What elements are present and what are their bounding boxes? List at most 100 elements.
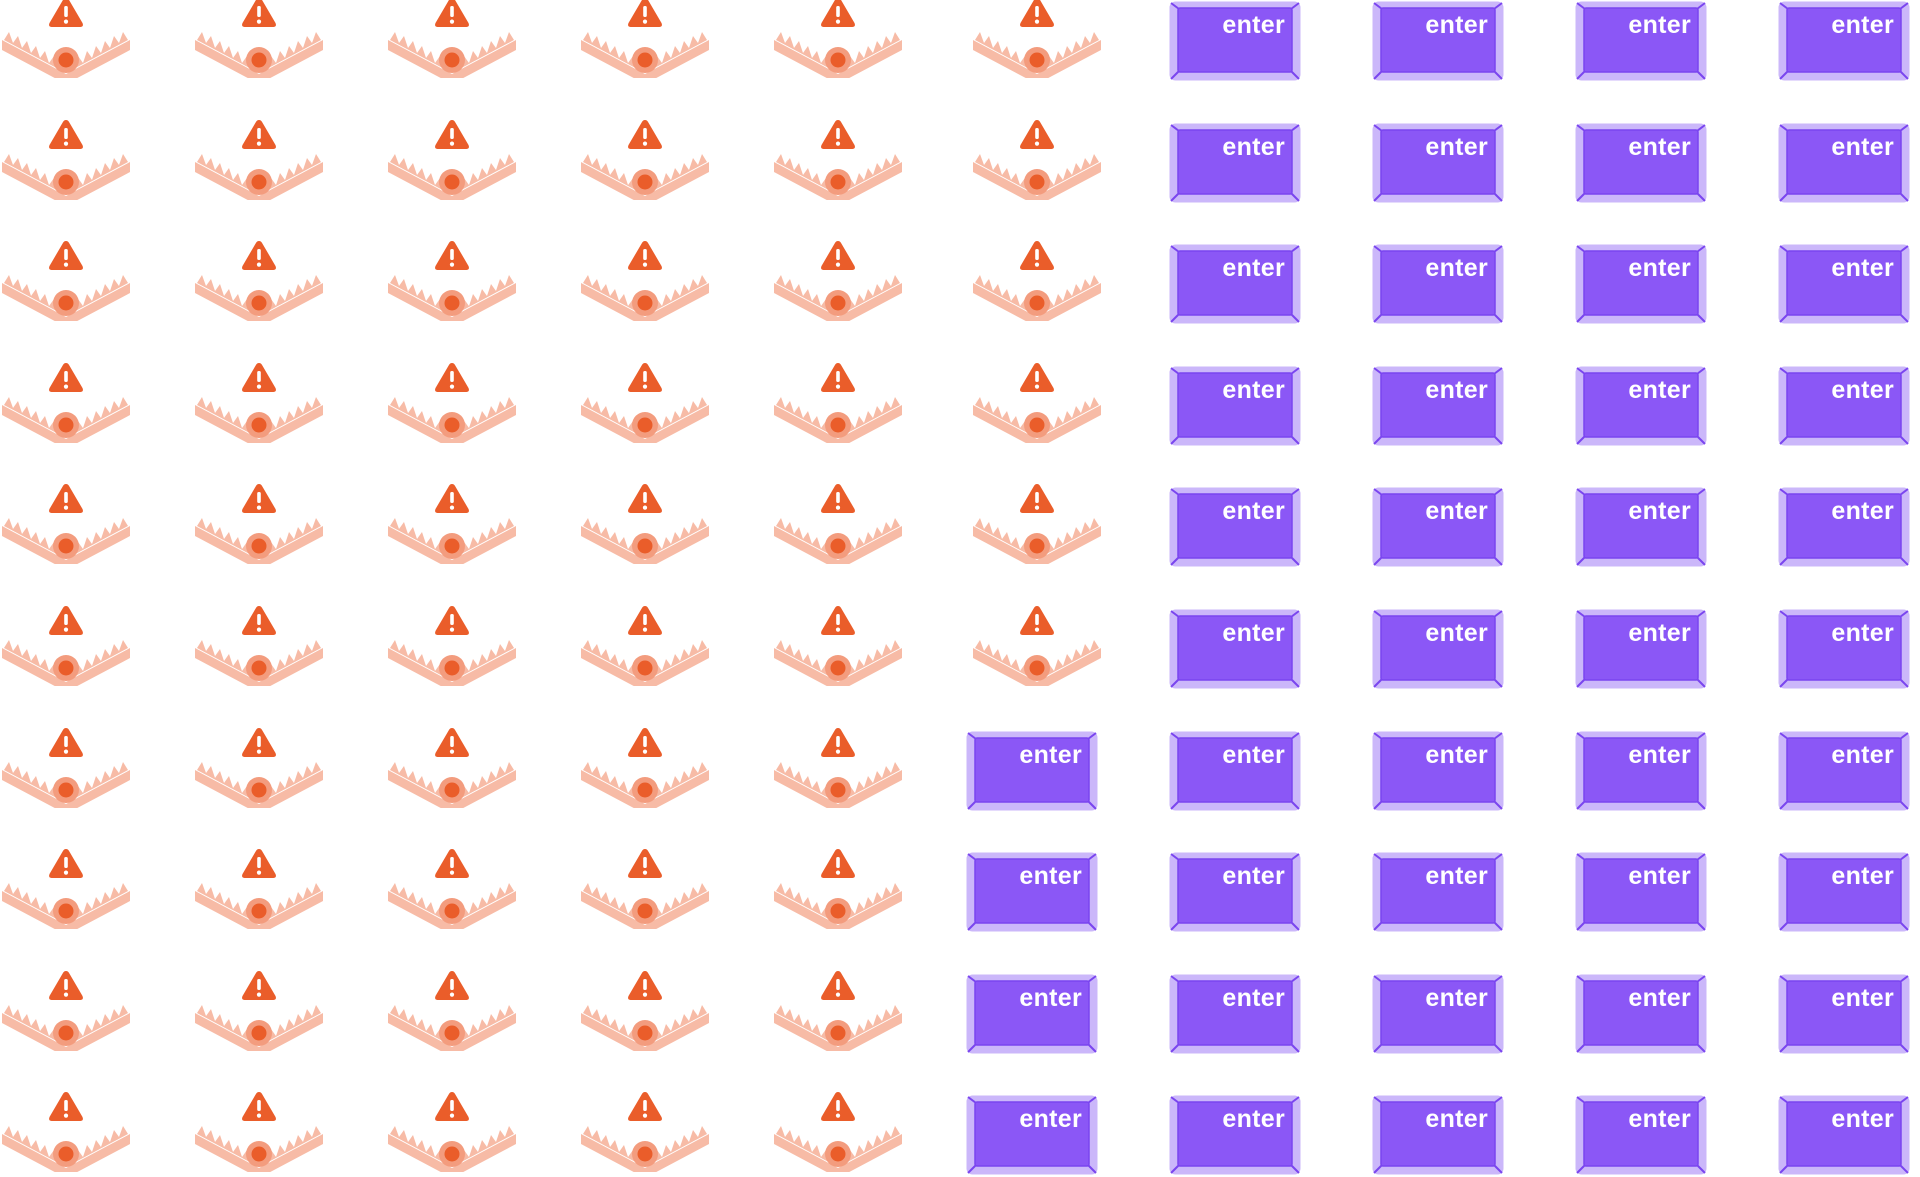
trap-jaws	[388, 154, 516, 200]
trap-jaws	[581, 762, 709, 808]
enter-key-button[interactable]: enter	[1575, 123, 1707, 205]
trap-trigger	[637, 660, 653, 676]
bear-trap-warning-icon	[774, 1092, 902, 1172]
enter-key-button[interactable]: enter	[1575, 852, 1707, 934]
enter-key-label: enter	[1425, 497, 1488, 525]
enter-key-button[interactable]: enter	[1372, 731, 1504, 813]
trap-trigger	[444, 782, 460, 798]
warning-icon	[628, 0, 662, 27]
trap-cell	[193, 969, 325, 1051]
enter-key-button[interactable]: enter	[1778, 1, 1910, 83]
enter-key-icon	[1169, 123, 1301, 203]
enter-key-label: enter	[1019, 741, 1082, 769]
warning-icon	[435, 120, 469, 149]
trap-jaws	[581, 640, 709, 686]
enter-key-button[interactable]: enter	[1575, 1, 1707, 83]
enter-key-button[interactable]: enter	[1778, 123, 1910, 205]
enter-key-button[interactable]: enter	[1372, 366, 1504, 448]
enter-key-button[interactable]: enter	[1169, 852, 1301, 934]
trap-cell	[193, 604, 325, 686]
enter-key-button[interactable]: enter	[966, 731, 1098, 813]
trap-jaws	[581, 883, 709, 929]
trap-cell	[0, 1090, 132, 1172]
trap-trigger	[251, 1146, 267, 1162]
trap-jaws	[2, 32, 130, 78]
trap-trigger	[444, 52, 460, 68]
trap-cell	[579, 0, 711, 78]
enter-key-button[interactable]: enter	[1575, 244, 1707, 326]
trap-trigger	[444, 295, 460, 311]
warning-icon	[242, 728, 276, 757]
enter-key-icon	[966, 852, 1098, 932]
enter-key-button[interactable]: enter	[1575, 974, 1707, 1056]
enter-key-button[interactable]: enter	[1778, 852, 1910, 934]
enter-key-label: enter	[1222, 133, 1285, 161]
enter-key-icon	[966, 974, 1098, 1054]
enter-key-button[interactable]: enter	[1169, 1, 1301, 83]
trap-trigger	[251, 295, 267, 311]
enter-key-button[interactable]: enter	[1372, 123, 1504, 205]
trap-trigger	[830, 417, 846, 433]
enter-key-button[interactable]: enter	[1575, 609, 1707, 691]
enter-key-button[interactable]: enter	[1169, 1095, 1301, 1177]
enter-key-button[interactable]: enter	[1575, 366, 1707, 448]
enter-key-button[interactable]: enter	[1372, 852, 1504, 934]
trap-trigger	[637, 903, 653, 919]
enter-key-icon	[1575, 244, 1707, 324]
enter-key-button[interactable]: enter	[1372, 244, 1504, 326]
bear-trap-warning-icon	[973, 363, 1101, 443]
enter-key-icon	[1169, 974, 1301, 1054]
enter-key-button[interactable]: enter	[1169, 731, 1301, 813]
trap-trigger	[251, 538, 267, 554]
enter-key-button[interactable]: enter	[1372, 487, 1504, 569]
enter-key-icon	[1169, 609, 1301, 689]
enter-key-label: enter	[1425, 619, 1488, 647]
bear-trap-warning-icon	[581, 1092, 709, 1172]
enter-key-button[interactable]: enter	[1778, 244, 1910, 326]
enter-key-button[interactable]: enter	[1372, 1, 1504, 83]
enter-key-button[interactable]: enter	[1778, 487, 1910, 569]
enter-key-button[interactable]: enter	[966, 974, 1098, 1056]
enter-key-button[interactable]: enter	[1778, 1095, 1910, 1177]
bear-trap-warning-icon	[774, 363, 902, 443]
trap-trigger	[830, 52, 846, 68]
enter-key-button[interactable]: enter	[1169, 244, 1301, 326]
enter-key-icon	[1372, 123, 1504, 203]
enter-key-label: enter	[1222, 497, 1285, 525]
trap-cell	[193, 847, 325, 929]
trap-cell	[971, 604, 1103, 686]
trap-cell	[386, 239, 518, 321]
enter-key-button[interactable]: enter	[1778, 731, 1910, 813]
enter-key-button[interactable]: enter	[1778, 974, 1910, 1056]
trap-trigger	[251, 903, 267, 919]
trap-jaws	[195, 275, 323, 321]
trap-jaws	[581, 32, 709, 78]
warning-icon	[49, 971, 83, 1000]
enter-key-button[interactable]: enter	[966, 1095, 1098, 1177]
enter-key-button[interactable]: enter	[1372, 609, 1504, 691]
enter-key-button[interactable]: enter	[1169, 974, 1301, 1056]
enter-key-button[interactable]: enter	[1778, 366, 1910, 448]
enter-key-button[interactable]: enter	[1575, 731, 1707, 813]
enter-key-button[interactable]: enter	[1169, 609, 1301, 691]
trap-cell	[971, 118, 1103, 200]
warning-icon	[49, 606, 83, 635]
trap-jaws	[2, 397, 130, 443]
enter-key-button[interactable]: enter	[1575, 1095, 1707, 1177]
enter-key-button[interactable]: enter	[1372, 974, 1504, 1056]
enter-key-button[interactable]: enter	[966, 852, 1098, 934]
trap-cell	[971, 239, 1103, 321]
trap-cell	[386, 847, 518, 929]
enter-key-button[interactable]: enter	[1575, 487, 1707, 569]
enter-key-label: enter	[1628, 741, 1691, 769]
trap-trigger	[637, 417, 653, 433]
trap-cell	[0, 0, 132, 78]
enter-key-label: enter	[1425, 862, 1488, 890]
enter-key-button[interactable]: enter	[1169, 123, 1301, 205]
enter-key-button[interactable]: enter	[1169, 366, 1301, 448]
enter-key-button[interactable]: enter	[1372, 1095, 1504, 1177]
enter-key-button[interactable]: enter	[1778, 609, 1910, 691]
enter-key-button[interactable]: enter	[1169, 487, 1301, 569]
enter-key-label: enter	[1425, 133, 1488, 161]
enter-key-icon	[1169, 487, 1301, 567]
